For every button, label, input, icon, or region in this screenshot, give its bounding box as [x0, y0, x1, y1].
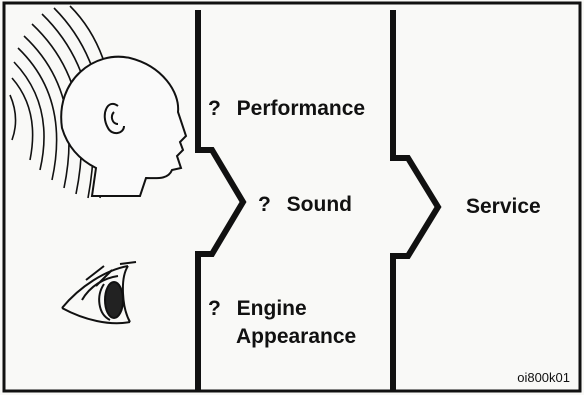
divider-arrow-1 [195, 10, 247, 392]
engine-appearance-item: ? Engine Appearance [208, 295, 356, 351]
sound-item: ? Sound [258, 193, 352, 217]
listening-head-icon [60, 55, 188, 197]
sound-label: Sound [286, 193, 352, 216]
eye-icon [61, 261, 137, 325]
check-question-mark: ? [208, 97, 221, 120]
engine-label: Engine [236, 297, 307, 320]
check-question-mark: ? [208, 297, 221, 320]
performance-item: ? Performance [208, 97, 365, 121]
performance-label: Performance [236, 97, 366, 120]
divider-arrow-2 [390, 10, 442, 392]
service-label: Service [466, 195, 541, 218]
reference-code: oi800k01 [517, 370, 570, 385]
appearance-label: Appearance [236, 325, 357, 348]
check-question-mark: ? [258, 193, 271, 216]
